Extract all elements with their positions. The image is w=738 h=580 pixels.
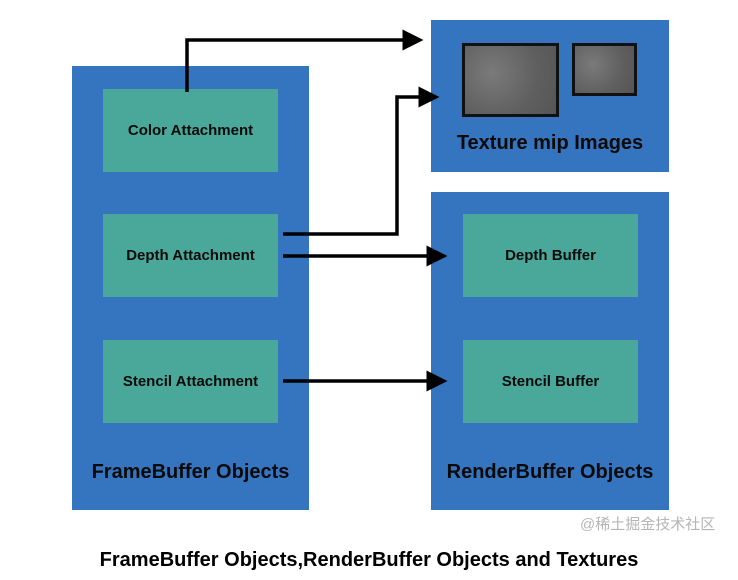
stencil-attachment: Stencil Attachment <box>103 340 278 423</box>
watermark: @稀土掘金技术社区 <box>580 516 716 533</box>
color-attachment: Color Attachment <box>103 89 278 172</box>
texture-label: Texture mip Images <box>456 132 644 154</box>
stencil-buffer: Stencil Buffer <box>463 340 638 423</box>
diagram-caption: FrameBuffer Objects,RenderBuffer Objects… <box>99 549 639 571</box>
mip-image-level-1 <box>572 43 637 96</box>
arrow-depth-to-texture <box>283 86 440 236</box>
depth-buffer: Depth Buffer <box>463 214 638 297</box>
renderbuffer-label: RenderBuffer Objects <box>446 461 654 483</box>
framebuffer-label: FrameBuffer Objects <box>91 461 290 483</box>
depth-attachment: Depth Attachment <box>103 214 278 297</box>
mip-image-level-0 <box>462 43 559 117</box>
arrow-color-to-texture <box>185 29 424 92</box>
